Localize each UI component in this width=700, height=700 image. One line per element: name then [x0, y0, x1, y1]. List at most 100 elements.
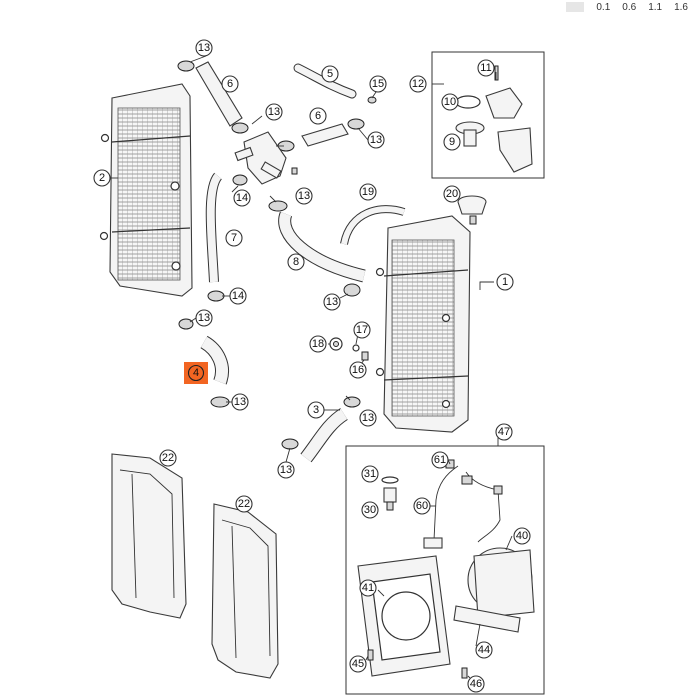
callout-9[interactable]: 9 [443, 133, 461, 151]
callout-4-highlighted[interactable]: 4 [184, 362, 208, 384]
callout-label: 40 [516, 530, 528, 542]
callout-label: 6 [315, 110, 321, 122]
callout-60[interactable]: 60 [413, 497, 431, 515]
callout-13i[interactable]: 13 [277, 461, 295, 479]
callout-label: 7 [231, 232, 237, 244]
callout-6b[interactable]: 6 [309, 107, 327, 125]
callout-label: 4 [193, 367, 199, 379]
callout-10[interactable]: 10 [441, 93, 459, 111]
zoom-option-0[interactable]: 0.1 [596, 1, 611, 13]
zoom-option-3[interactable]: 1.6 [674, 1, 688, 13]
callout-label: 13 [298, 190, 310, 202]
callout-label: 14 [236, 192, 248, 204]
callout-label: 1 [502, 276, 508, 288]
callout-19[interactable]: 19 [359, 183, 377, 201]
callout-20[interactable]: 20 [443, 185, 461, 203]
callout-label: 3 [313, 404, 319, 416]
callout-47[interactable]: 47 [495, 423, 513, 441]
callout-40[interactable]: 40 [513, 527, 531, 545]
callout-13d[interactable]: 13 [295, 187, 313, 205]
callout-label: 14 [232, 290, 244, 302]
callout-45[interactable]: 45 [349, 655, 367, 673]
callout-label: 13 [280, 464, 292, 476]
callout-46[interactable]: 46 [467, 675, 485, 693]
callout-label: 45 [352, 658, 364, 670]
callout-15[interactable]: 15 [369, 75, 387, 93]
callout-22b[interactable]: 22 [235, 495, 253, 513]
radiator-shroud-right [211, 503, 279, 679]
callout-label: 13 [198, 42, 210, 54]
callout-label: 9 [449, 136, 455, 148]
callout-label: 46 [470, 678, 482, 690]
callout-label: 13 [326, 296, 338, 308]
zoom-selector: 0.1 0.6 1.1 1.6 [566, 0, 688, 14]
right-radiator [375, 215, 471, 433]
callout-label: 13 [362, 412, 374, 424]
hose-clamps [177, 60, 377, 450]
callout-13b[interactable]: 13 [265, 103, 283, 121]
callout-13f[interactable]: 13 [323, 293, 341, 311]
callout-3[interactable]: 3 [307, 401, 325, 419]
fan-kit [357, 459, 535, 679]
callout-5[interactable]: 5 [321, 65, 339, 83]
fasteners [291, 167, 487, 361]
callout-31[interactable]: 31 [361, 465, 379, 483]
callout-label: 11 [480, 62, 491, 74]
callout-label: 10 [444, 96, 456, 108]
callout-label: 13 [234, 396, 246, 408]
left-radiator [99, 83, 193, 297]
callout-label: 13 [370, 134, 382, 146]
fan-kit-frame [345, 445, 545, 695]
callout-30[interactable]: 30 [361, 501, 379, 519]
callout-11[interactable]: 11 [477, 59, 495, 77]
thermostat-kit-frame [431, 51, 545, 179]
callout-44[interactable]: 44 [475, 641, 493, 659]
callout-16[interactable]: 16 [349, 361, 367, 379]
callout-14a[interactable]: 14 [233, 189, 251, 207]
callout-label: 19 [362, 186, 374, 198]
callout-label: 18 [312, 338, 324, 350]
callout-label: 60 [416, 500, 428, 512]
callout-22a[interactable]: 22 [159, 449, 177, 467]
callout-label: 31 [364, 468, 376, 480]
radiator-shroud-left [111, 453, 187, 619]
callout-13g[interactable]: 13 [231, 393, 249, 411]
callout-label: 61 [434, 454, 446, 466]
callout-13a[interactable]: 13 [195, 39, 213, 57]
callout-label: 15 [372, 78, 384, 90]
thermostat-kit [455, 65, 533, 173]
callout-label: 44 [478, 644, 490, 656]
callout-label: 8 [293, 256, 299, 268]
callout-12[interactable]: 12 [409, 75, 427, 93]
callout-13c[interactable]: 13 [367, 131, 385, 149]
callout-label: 30 [364, 504, 376, 516]
zoom-option-2[interactable]: 1.1 [648, 1, 663, 13]
callout-label: 12 [412, 78, 424, 90]
callout-label: 47 [498, 426, 510, 438]
zoom-swatch [566, 2, 585, 12]
callout-label: 17 [356, 324, 368, 336]
callout-13e[interactable]: 13 [195, 309, 213, 327]
callout-1[interactable]: 1 [496, 273, 514, 291]
zoom-option-1[interactable]: 0.6 [622, 1, 637, 13]
callout-13h[interactable]: 13 [359, 409, 377, 427]
callout-6a[interactable]: 6 [221, 75, 239, 93]
callout-41[interactable]: 41 [359, 579, 377, 597]
callout-17[interactable]: 17 [353, 321, 371, 339]
callout-label: 16 [352, 364, 364, 376]
callout-2[interactable]: 2 [93, 169, 111, 187]
callout-label: 2 [99, 172, 105, 184]
callout-8[interactable]: 8 [287, 253, 305, 271]
callout-label: 22 [162, 452, 174, 464]
callout-label: 41 [362, 582, 374, 594]
hoses [195, 61, 406, 463]
callout-61[interactable]: 61 [431, 451, 449, 469]
callout-label: 5 [327, 68, 333, 80]
callout-label: 22 [238, 498, 250, 510]
callout-14b[interactable]: 14 [229, 287, 247, 305]
callout-18[interactable]: 18 [309, 335, 327, 353]
callout-7[interactable]: 7 [225, 229, 243, 247]
thermostat-housing [234, 131, 287, 185]
callout-label: 6 [227, 78, 233, 90]
